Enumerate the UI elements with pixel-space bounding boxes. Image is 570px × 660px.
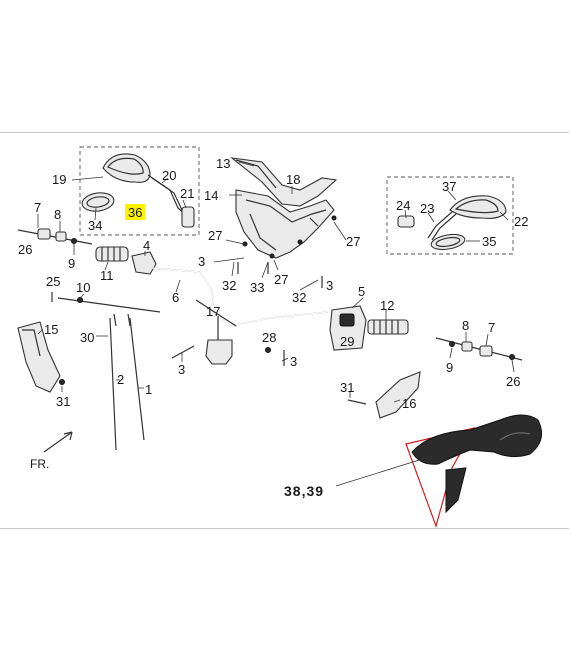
- callout-31-right: 31: [340, 380, 354, 395]
- right-end-parts: [435, 337, 523, 361]
- callout-37: 37: [442, 179, 456, 194]
- callout-3-d: 3: [178, 362, 185, 377]
- right-switch-throttle: [329, 305, 409, 351]
- diagram-frame: [0, 132, 569, 529]
- callout-3-c: 3: [290, 354, 297, 369]
- callouts: 19 20 21 34 36 7 8 26 9 11 4 6 13 14 18 …: [18, 156, 528, 499]
- callout-15: 15: [44, 322, 58, 337]
- callout-6: 6: [172, 290, 179, 305]
- callout-30: 30: [80, 330, 94, 345]
- callout-14: 14: [204, 188, 218, 203]
- callout-17: 17: [206, 304, 220, 319]
- callout-24: 24: [396, 198, 410, 213]
- left-grip-parts: [17, 228, 157, 275]
- callout-7-right: 7: [488, 320, 495, 335]
- callout-13: 13: [216, 156, 230, 171]
- callout-4: 4: [143, 238, 150, 253]
- callout-16: 16: [402, 396, 416, 411]
- callout-3-b: 3: [326, 278, 333, 293]
- callout-1: 1: [145, 382, 152, 397]
- callout-23: 23: [420, 201, 434, 216]
- callout-11: 11: [100, 268, 114, 283]
- callout-9-left: 9: [68, 256, 75, 271]
- callout-26-left: 26: [18, 242, 32, 257]
- callout-18: 18: [286, 172, 300, 187]
- callout-32-a: 32: [222, 278, 236, 293]
- callout-31-left: 31: [56, 394, 70, 409]
- callout-9-right: 9: [446, 360, 453, 375]
- callout-7-left: 7: [34, 200, 41, 215]
- callout-27-c: 27: [346, 234, 360, 249]
- callout-22: 22: [514, 214, 528, 229]
- callout-28: 28: [262, 330, 276, 345]
- callout-33: 33: [250, 280, 264, 295]
- left-bolts-cables: [51, 292, 161, 451]
- callout-20: 20: [162, 168, 176, 183]
- fr-label: FR.: [30, 457, 49, 471]
- callout-2: 2: [117, 372, 124, 387]
- left-bracket: [17, 321, 65, 393]
- callout-8-right: 8: [462, 318, 469, 333]
- right-mirror-group-box: [386, 176, 514, 255]
- callout-26-right: 26: [506, 374, 520, 389]
- callout-29: 29: [340, 334, 354, 349]
- callout-12: 12: [380, 298, 394, 313]
- inset-mirror-part: [411, 414, 543, 514]
- right-mirror-assembly: [397, 195, 507, 251]
- callout-32-b: 32: [292, 290, 306, 305]
- callout-8-left: 8: [54, 207, 61, 222]
- callout-21: 21: [180, 186, 194, 201]
- callout-27-b: 27: [274, 272, 288, 287]
- callout-34: 34: [88, 218, 102, 233]
- front-direction-arrow: [43, 431, 73, 453]
- callout-27-a: 27: [208, 228, 222, 243]
- left-mirror-group-box: [79, 146, 200, 236]
- right-bracket: [347, 371, 421, 419]
- left-mirror-assembly: [81, 153, 195, 228]
- callout-10: 10: [76, 280, 90, 295]
- callout-36-highlight: [125, 204, 145, 220]
- callout-5: 5: [358, 284, 365, 299]
- handlebar: [151, 267, 329, 327]
- callout-36: 36: [128, 205, 142, 220]
- callout-25: 25: [46, 274, 60, 289]
- center-small-parts: [171, 316, 285, 366]
- front-cover-assembly: [230, 157, 338, 259]
- cover-bolts: [237, 262, 323, 288]
- callout-38-39: 38,39: [284, 483, 324, 499]
- callout-19: 19: [52, 172, 66, 187]
- callout-35: 35: [482, 234, 496, 249]
- callout-3-a: 3: [198, 254, 205, 269]
